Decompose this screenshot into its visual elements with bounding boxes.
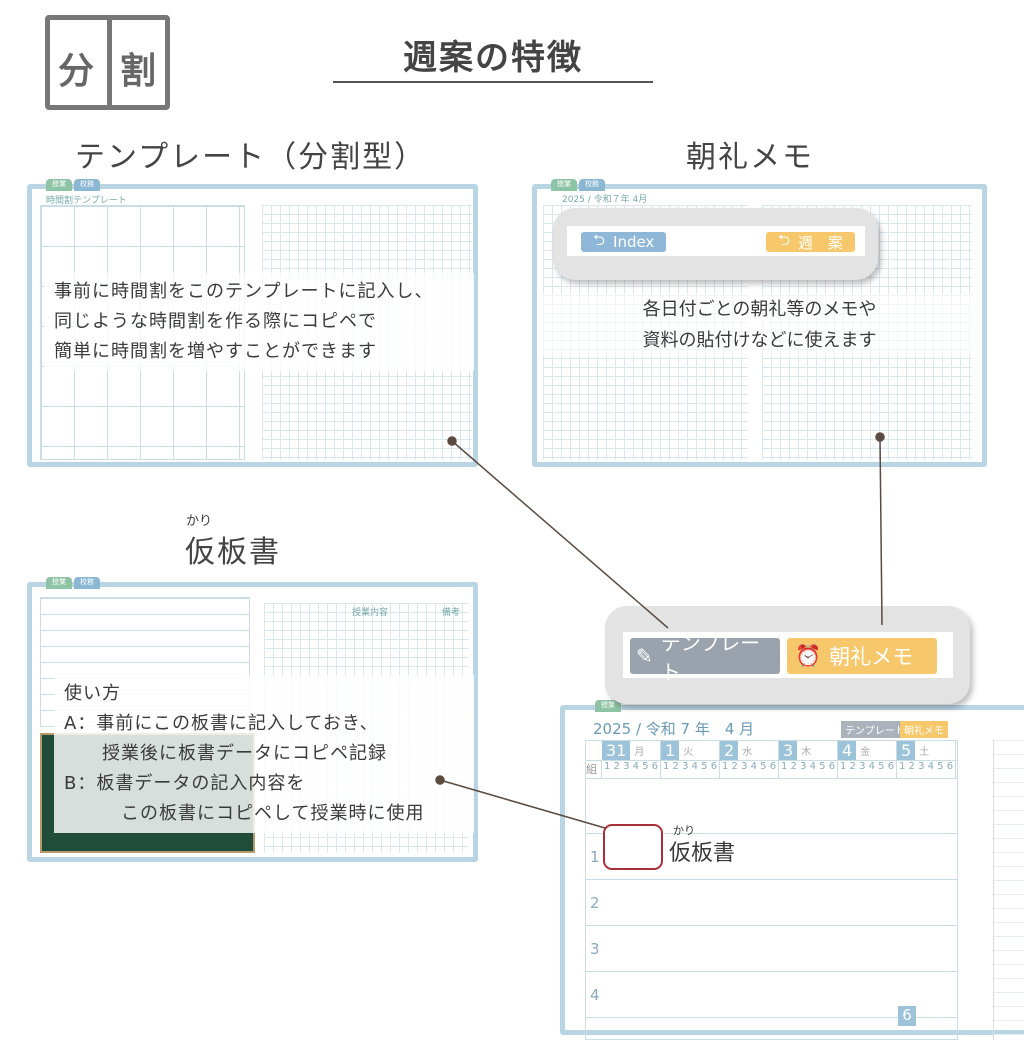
page-title: 週案の特徴 [403, 38, 583, 78]
kariban-callout: 仮板書 [669, 841, 736, 866]
tab-office[interactable]: 校務 [74, 179, 100, 191]
kariban-ruby: かり [186, 514, 213, 529]
col-note: 備考 [442, 608, 461, 618]
return-icon: ⮌ [778, 230, 791, 249]
period-numbers: 1 2 3 4 5 6 [779, 761, 838, 778]
index-button[interactable]: ⮌Index [581, 230, 667, 252]
period-numbers: 1 2 3 4 5 6 [720, 761, 779, 778]
nav-popup: ⮌Index ⮌週 案 [553, 208, 878, 280]
tab-office[interactable]: 校務 [74, 577, 100, 589]
alarm-bell-icon: ⏰ [795, 643, 822, 668]
feature-popup: ✎テンプレート ⏰朝礼メモ [605, 606, 970, 704]
kariban-heading: 仮板書 [185, 535, 281, 570]
period-row: 1 [586, 834, 957, 880]
tab-class[interactable]: 授業 [46, 577, 72, 589]
morning-heading: 朝礼メモ [686, 140, 814, 175]
morning-memo-button[interactable]: ⏰朝礼メモ [787, 638, 937, 674]
template-heading: テンプレート（分割型） [75, 140, 427, 175]
connector-template [451, 440, 669, 629]
planner-date: 2025 / 令和 7 年 4 月 [593, 720, 755, 738]
morning-description: 各日付ごとの朝礼等のメモや資料の貼付けなどに使えます [537, 294, 982, 356]
period-numbers: 1 2 3 4 5 6 [838, 761, 897, 778]
day-number: 6 [898, 1006, 916, 1026]
period-row: 3 [586, 926, 957, 972]
kariban-panel: 授業校務 授業内容 備考 使い方 A：事前にこの板書に記入しておき、 授業後に板… [27, 577, 478, 862]
morning-date: 2025 / 令和７年 4月 [562, 195, 648, 205]
period-row: 2 [586, 880, 957, 926]
connector-kariban [439, 779, 606, 829]
template-button[interactable]: ✎テンプレート [630, 631, 780, 684]
kariban-highlight [603, 824, 663, 870]
template-label: 時間割テンプレート [46, 196, 127, 206]
period-numbers: 1 2 3 4 5 6 [602, 761, 661, 778]
period-numbers: 1 2 3 4 5 6 [897, 761, 956, 778]
title-underline [333, 81, 653, 83]
return-icon: ⮌ [593, 230, 606, 249]
period-numbers: 1 2 3 4 5 6 [661, 761, 720, 778]
period-row: 4 [586, 972, 957, 1018]
tab-office[interactable]: 校務 [579, 179, 605, 191]
morning-chip[interactable]: 朝礼メモ [900, 721, 948, 738]
template-panel: 授業校務 時間割テンプレート 事前に時間割をこのテンプレートに記入し、同じような… [27, 179, 478, 467]
edit-note-icon: ✎ [636, 644, 653, 668]
col-content: 授業内容 [352, 608, 389, 618]
weekly-button[interactable]: ⮌週 案 [766, 230, 856, 252]
template-description: 事前に時間割をこのテンプレートに記入し、同じような時間割を作る際にコピペで簡単に… [44, 273, 474, 371]
connector-morning [879, 436, 883, 626]
template-chip[interactable]: テンプレート [841, 721, 909, 738]
tab-class[interactable]: 授業 [595, 700, 621, 712]
tab-class[interactable]: 授業 [46, 179, 72, 191]
tab-class[interactable]: 授業 [551, 179, 577, 191]
split-book-logo: 分 割 [45, 15, 170, 110]
